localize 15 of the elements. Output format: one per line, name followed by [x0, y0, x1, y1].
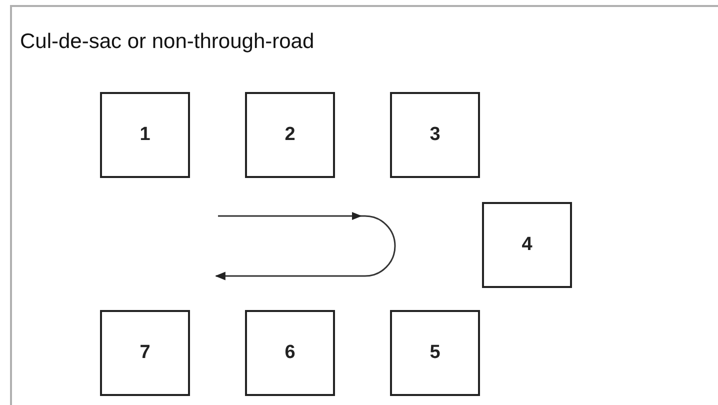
numbered-box — [100, 92, 190, 178]
box-number: 1 — [140, 124, 150, 146]
box-number: 6 — [284, 342, 296, 364]
box-number: 7 — [140, 342, 150, 364]
numbered-box — [390, 92, 480, 178]
numbered-box — [390, 310, 480, 396]
box-number: 2 — [284, 124, 296, 146]
numbered-box — [482, 202, 572, 288]
box-number: 5 — [430, 342, 440, 364]
box-number: 3 — [430, 124, 440, 146]
numbered-box — [100, 310, 190, 396]
numbered-box — [245, 310, 335, 396]
box-number: 4 — [522, 234, 532, 256]
title: Cul-de-sac or non-through-road — [20, 30, 314, 54]
numbered-box — [245, 92, 335, 178]
